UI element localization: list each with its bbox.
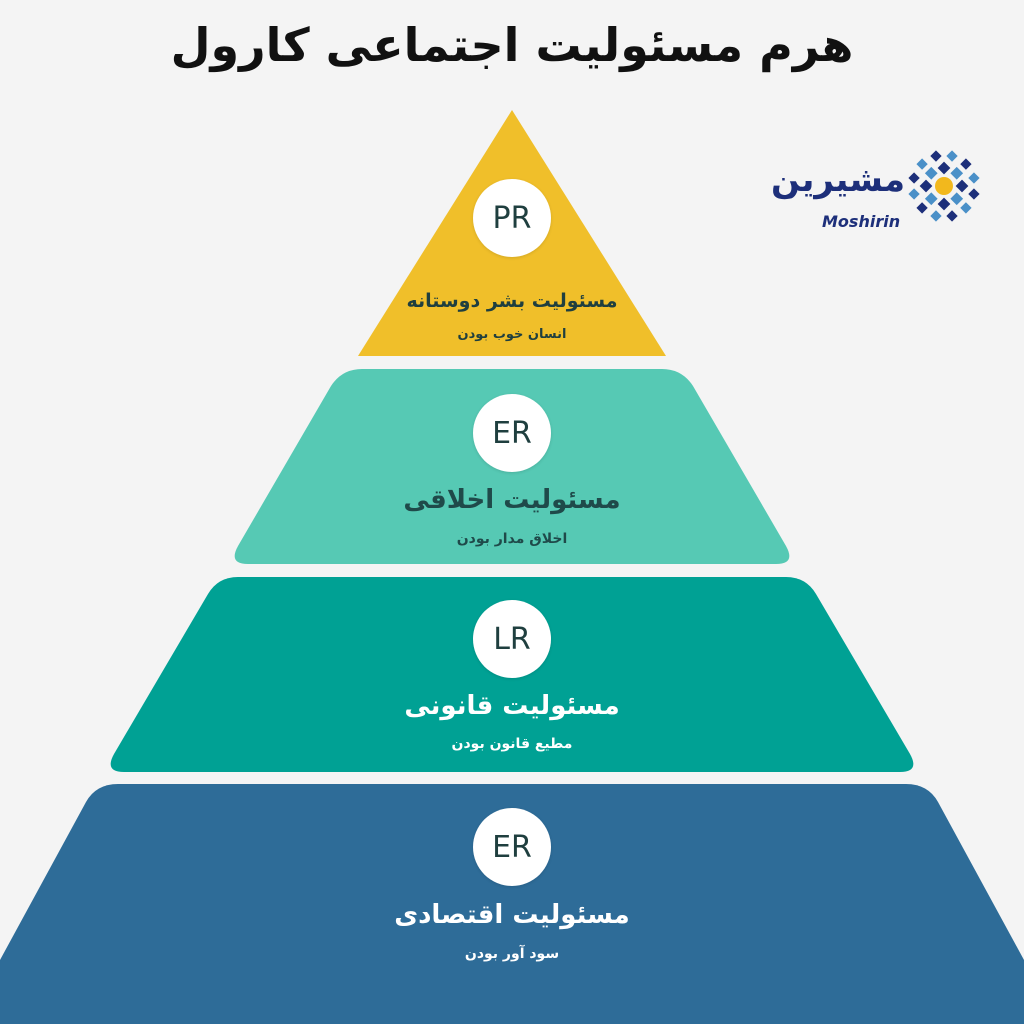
logo-petal (968, 172, 980, 184)
logo-english-text: Moshirin (822, 212, 901, 231)
level-4-subtitle: سود آور بودن (464, 946, 560, 962)
flower-mosaic-icon (908, 150, 980, 222)
logo-petal (924, 166, 938, 180)
logo-petal (946, 210, 958, 222)
logo-petal (919, 179, 933, 193)
level-3-subtitle: مطیع قانون بودن (451, 736, 573, 752)
logo-petal (908, 188, 920, 200)
pyramid-level-4-shape (0, 784, 1024, 1024)
logo-petal (937, 197, 951, 211)
logo-petal (960, 202, 972, 214)
logo-petal (968, 188, 980, 200)
level-1-title: مسئولیت بشر دوستانه (406, 290, 618, 312)
logo-petal (930, 210, 942, 222)
logo-petal (946, 150, 958, 162)
logo-petal (908, 172, 920, 184)
level-3-title: مسئولیت قانونی (404, 691, 620, 721)
logo-petal (960, 158, 972, 170)
page-title: هرم مسئولیت اجتماعی کارول (170, 18, 854, 72)
level-4-title: مسئولیت اقتصادی (394, 900, 630, 930)
logo-petal (950, 192, 964, 206)
level-3-badge: LR (473, 600, 551, 678)
moshirin-logo: مشیرین Moshirin (764, 146, 980, 238)
logo-petal (916, 158, 928, 170)
logo-persian-text: مشیرین (770, 160, 906, 200)
logo-petal (930, 150, 942, 162)
level-1-subtitle: انسان خوب بودن (457, 327, 567, 342)
level-2-subtitle: اخلاق مدار بودن (456, 531, 568, 547)
logo-petal (924, 192, 938, 206)
logo-petal (950, 166, 964, 180)
level-4-badge: ER (473, 808, 551, 886)
level-2-badge: ER (473, 394, 551, 472)
logo-petal (955, 179, 969, 193)
level-2-title: مسئولیت اخلاقی (403, 485, 621, 515)
logo-petal (937, 161, 951, 175)
logo-petal (916, 202, 928, 214)
level-1-badge: PR (473, 179, 551, 257)
